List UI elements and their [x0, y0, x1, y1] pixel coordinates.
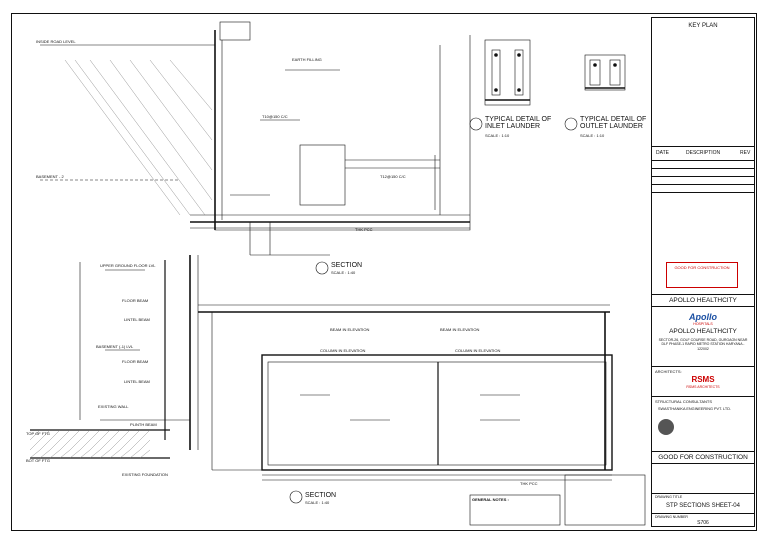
drawing-title-row: DRAWING TITLE STP SECTIONS SHEET-04: [652, 493, 754, 513]
section-title: SECTION: [331, 262, 363, 269]
rev-date-header: DATE: [656, 150, 669, 156]
title-block: KEY PLAN DATE DESCRIPTION REV GOOD FOR C…: [651, 17, 755, 527]
structural-name: SWASTHANIKA ENGINEERING PVT. LTD.: [658, 407, 731, 411]
revision-header: DATE DESCRIPTION REV: [652, 146, 754, 160]
status-row: GOOD FOR CONSTRUCTION: [652, 451, 754, 463]
rev-number-header: REV: [740, 150, 751, 156]
outlet-detail-scale: SCALE : 1:10: [580, 133, 605, 138]
key-plan-title: KEY PLAN: [688, 23, 718, 29]
structural-row: STRUCTURAL CONSULTANTS SWASTHANIKA ENGIN…: [652, 396, 754, 451]
existing-foundation-label: EXISTING FOUNDATION: [122, 472, 168, 477]
drawing-number: S706: [697, 520, 709, 526]
inside-road-label: INSIDE ROAD LEVEL: [36, 39, 76, 44]
general-notes-title: GENERAL NOTES :: [472, 497, 509, 502]
project-address: SECTOR-26, GOLF COURSE ROAD, GURGAON NEA…: [658, 338, 748, 351]
plinth-beam-label: PLINTH BEAM: [130, 422, 157, 427]
revision-row: [652, 168, 754, 176]
column-elevation-label: COLUMN IN ELEVATION: [320, 348, 366, 353]
floor-beam-label-2: FLOOR BEAM: [122, 359, 149, 364]
existing-wall-label: EXISTING WALL: [98, 404, 129, 409]
drawing-title-label: DRAWING TITLE: [655, 495, 683, 499]
revision-row: [652, 184, 754, 192]
column-elevation-label-2: COLUMN IN ELEVATION: [455, 348, 501, 353]
floor-beam-label: FLOOR BEAM: [122, 298, 149, 303]
consultant-logo: [658, 419, 674, 435]
revision-row: [652, 192, 754, 200]
project-name: APOLLO HEALTHCITY: [669, 328, 737, 335]
upper-ground-label: UPPER GROUND FLOOR LVL: [100, 263, 156, 268]
lintel-beam-label-2: LINTEL BEAM: [124, 379, 150, 384]
inlet-detail-scale: SCALE : 1:10: [485, 133, 510, 138]
rev-desc-header: DESCRIPTION: [686, 150, 721, 156]
basement1-label: BASEMENT (-1) LVL: [96, 344, 134, 349]
client-label: APOLLO HEALTHCITY: [669, 297, 737, 304]
lintel-beam-label: LINTEL BEAM: [124, 317, 150, 322]
architects-label: ARCHITECTS:: [655, 369, 682, 374]
beam-elevation-label-2: BEAM IN ELEVATION: [440, 327, 480, 332]
bottom-footing-label: BOT OF FTG: [26, 458, 50, 463]
pcc-label: THK PCC: [355, 227, 373, 232]
architect-sub: RSMS ARCHITECTS: [686, 385, 720, 389]
earth-fill-label: EARTH FILLING: [292, 57, 322, 62]
top-footing-label: TOP OF FTG: [26, 431, 50, 436]
section-title-lower: SECTION: [305, 492, 337, 499]
section-scale: SCALE : 1:40: [331, 270, 356, 275]
pcc-label-lower: THK PCC: [520, 481, 538, 486]
structural-label: STRUCTURAL CONSULTANTS: [655, 399, 713, 404]
inlet-detail-title: TYPICAL DETAIL OF INLET LAUNDER: [485, 116, 552, 130]
architect-logo: RSMS: [691, 375, 715, 384]
project-row: Apollo HOSPITALS APOLLO HEALTHCITY SECTO…: [652, 306, 754, 366]
revision-row: [652, 176, 754, 184]
apollo-logo: Apollo: [689, 312, 717, 322]
rebar-label: T10@150 C/C: [262, 114, 288, 119]
apollo-logo-sub: HOSPITALS: [693, 322, 713, 326]
sign-rows: [652, 463, 754, 493]
basement-label: BASEMENT - 2: [36, 174, 64, 179]
stamp-text: GOOD FOR CONSTRUCTION: [674, 265, 730, 270]
client-row: APOLLO HEALTHCITY: [652, 294, 754, 306]
drawing-title: STP SECTIONS SHEET-04: [666, 503, 740, 509]
construction-stamp: GOOD FOR CONSTRUCTION: [666, 262, 738, 288]
architect-row: ARCHITECTS: RSMS RSMS ARCHITECTS: [652, 366, 754, 396]
revision-row: [652, 160, 754, 168]
sheet-border: [11, 13, 757, 531]
drawing-number-label: DRAWING NUMBER: [655, 515, 688, 519]
drawing-number-row: DRAWING NUMBER S706: [652, 513, 754, 526]
beam-elevation-label: BEAM IN ELEVATION: [330, 327, 370, 332]
outlet-detail-title: TYPICAL DETAIL OF OUTLET LAUNDER: [580, 116, 647, 130]
rebar-label: T12@150 C/C: [380, 174, 406, 179]
section-scale-lower: SCALE : 1:40: [305, 500, 330, 505]
good-for-construction: GOOD FOR CONSTRUCTION: [658, 454, 748, 461]
